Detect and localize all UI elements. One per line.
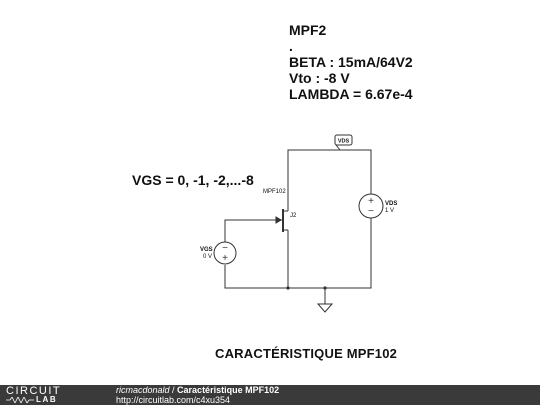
footer-title-line: ricmacdonald / Caractéristique MPF102 — [116, 385, 279, 395]
author-link[interactable]: ricmacdonald — [116, 385, 170, 395]
plus-icon: + — [368, 196, 374, 207]
wire-right — [224, 218, 372, 289]
vds-probe[interactable] — [334, 134, 353, 151]
minus-icon: − — [368, 206, 374, 217]
jfet-part-label: MPF102 — [263, 189, 286, 195]
footer-bar: CIRCUIT LAB ricmacdonald / Caractéristiq… — [0, 385, 540, 405]
logo-top-text: CIRCUIT — [6, 385, 62, 397]
schematic-canvas: MPF102 J2 + − VDS 1 V − + VGS 0 V VDS — [200, 134, 397, 313]
vgs-source-name: VGS — [200, 247, 213, 253]
jfet-gate-arrow — [275, 216, 282, 224]
sweep-label: VGS = 0, -1, -2,...-8 — [132, 172, 254, 188]
vds-source-value: 1 V — [385, 208, 394, 214]
vds-probe-label: VDS — [338, 139, 350, 145]
wires — [224, 149, 372, 304]
junction-dot — [323, 286, 327, 290]
circuit-url-link[interactable]: http://circuitlab.com/c4xu354 — [116, 395, 231, 405]
resistor-icon — [6, 397, 34, 403]
vds-source[interactable]: + − — [358, 193, 384, 219]
model-parameters: MPF2 . BETA : 15mA/64V2 Vto : -8 V LAMBD… — [289, 22, 413, 102]
circuit-caption: CARACTÉRISTIQUE MPF102 — [215, 346, 398, 361]
vgs-source[interactable]: − + — [213, 241, 237, 265]
ground-icon[interactable] — [316, 303, 334, 313]
vgs-source-value: 0 V — [203, 254, 212, 260]
model-vto: Vto : -8 V — [289, 70, 350, 86]
footer-divider: / — [169, 385, 178, 395]
vds-source-name: VDS — [385, 201, 397, 207]
jfet-j2[interactable] — [275, 209, 288, 232]
wire-gate — [224, 219, 282, 243]
model-separator: . — [289, 38, 293, 54]
junction-dot — [286, 286, 290, 290]
model-beta: BETA : 15mA/64V2 — [289, 54, 413, 70]
model-name: MPF2 — [289, 22, 327, 38]
plus-icon: + — [222, 253, 228, 264]
wire-top — [287, 149, 372, 211]
circuitlab-logo[interactable]: CIRCUIT LAB — [6, 385, 96, 405]
jfet-ref-label: J2 — [290, 213, 297, 219]
circuit-title: Caractéristique MPF102 — [177, 385, 280, 395]
minus-icon: − — [222, 243, 228, 254]
logo-bottom-text: LAB — [36, 395, 58, 404]
model-lambda: LAMBDA = 6.67e-4 — [289, 86, 413, 102]
